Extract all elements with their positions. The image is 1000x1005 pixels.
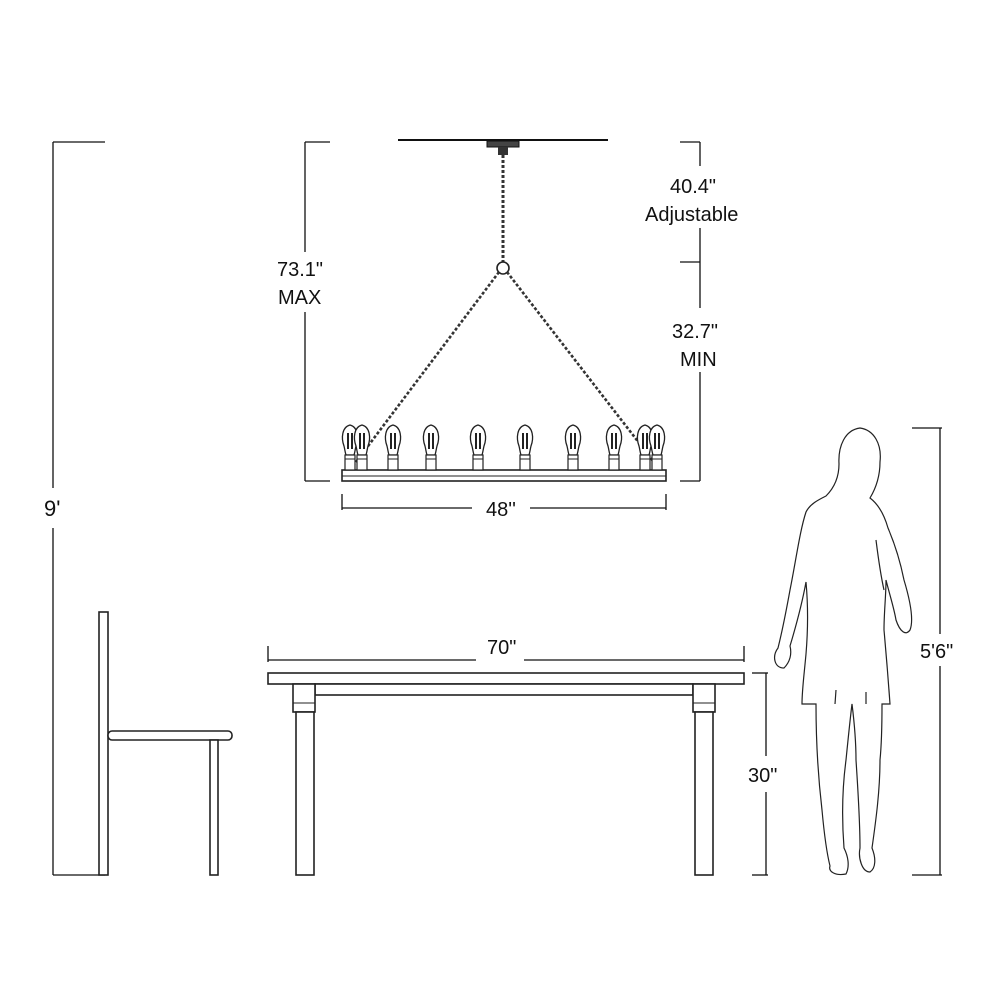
chain-left	[348, 271, 501, 471]
bulb-icon	[605, 424, 623, 471]
adjustable-label: Adjustable	[645, 204, 738, 226]
min-height-value: 32.7"	[672, 321, 718, 343]
chandelier-bulbs	[341, 424, 666, 471]
table-length-dimension: 70"	[267, 637, 745, 662]
max-height-value: 73.1"	[277, 259, 323, 281]
ceiling-canopy	[486, 140, 520, 148]
bulb-icon	[516, 424, 534, 471]
bulb-icon	[469, 424, 487, 471]
max-height-label: MAX	[278, 287, 321, 309]
chandelier-width-dimension: 48''	[341, 494, 667, 521]
min-height-label: MIN	[680, 349, 717, 371]
min-height-dimension: 32.7" MIN	[672, 262, 718, 482]
person-height-label: 5'6"	[920, 641, 953, 663]
max-height-dimension: 73.1" MAX	[277, 141, 330, 482]
room-height-label: 9'	[44, 496, 60, 521]
room-height-dimension: 9'	[44, 141, 105, 876]
chair	[98, 611, 233, 876]
table-height-label: 30"	[748, 765, 777, 787]
adjustable-value: 40.4"	[670, 176, 716, 198]
adjustable-dimension: 40.4" Adjustable	[645, 141, 738, 263]
bulb-icon	[384, 424, 402, 471]
chain-ring	[496, 261, 510, 275]
chain-right	[505, 271, 662, 471]
person-silhouette	[774, 427, 913, 876]
bulb-icon	[353, 424, 371, 471]
bulb-icon	[648, 424, 666, 471]
table	[267, 672, 745, 876]
bulb-icon	[564, 424, 582, 471]
chandelier	[341, 139, 667, 482]
person-height-dimension: 5'6"	[912, 427, 953, 876]
table-height-dimension: 30"	[748, 672, 777, 876]
bulb-icon	[636, 424, 654, 471]
table-length-label: 70"	[487, 637, 516, 659]
chandelier-width-label: 48''	[486, 499, 516, 521]
bulb-icon	[422, 424, 440, 471]
